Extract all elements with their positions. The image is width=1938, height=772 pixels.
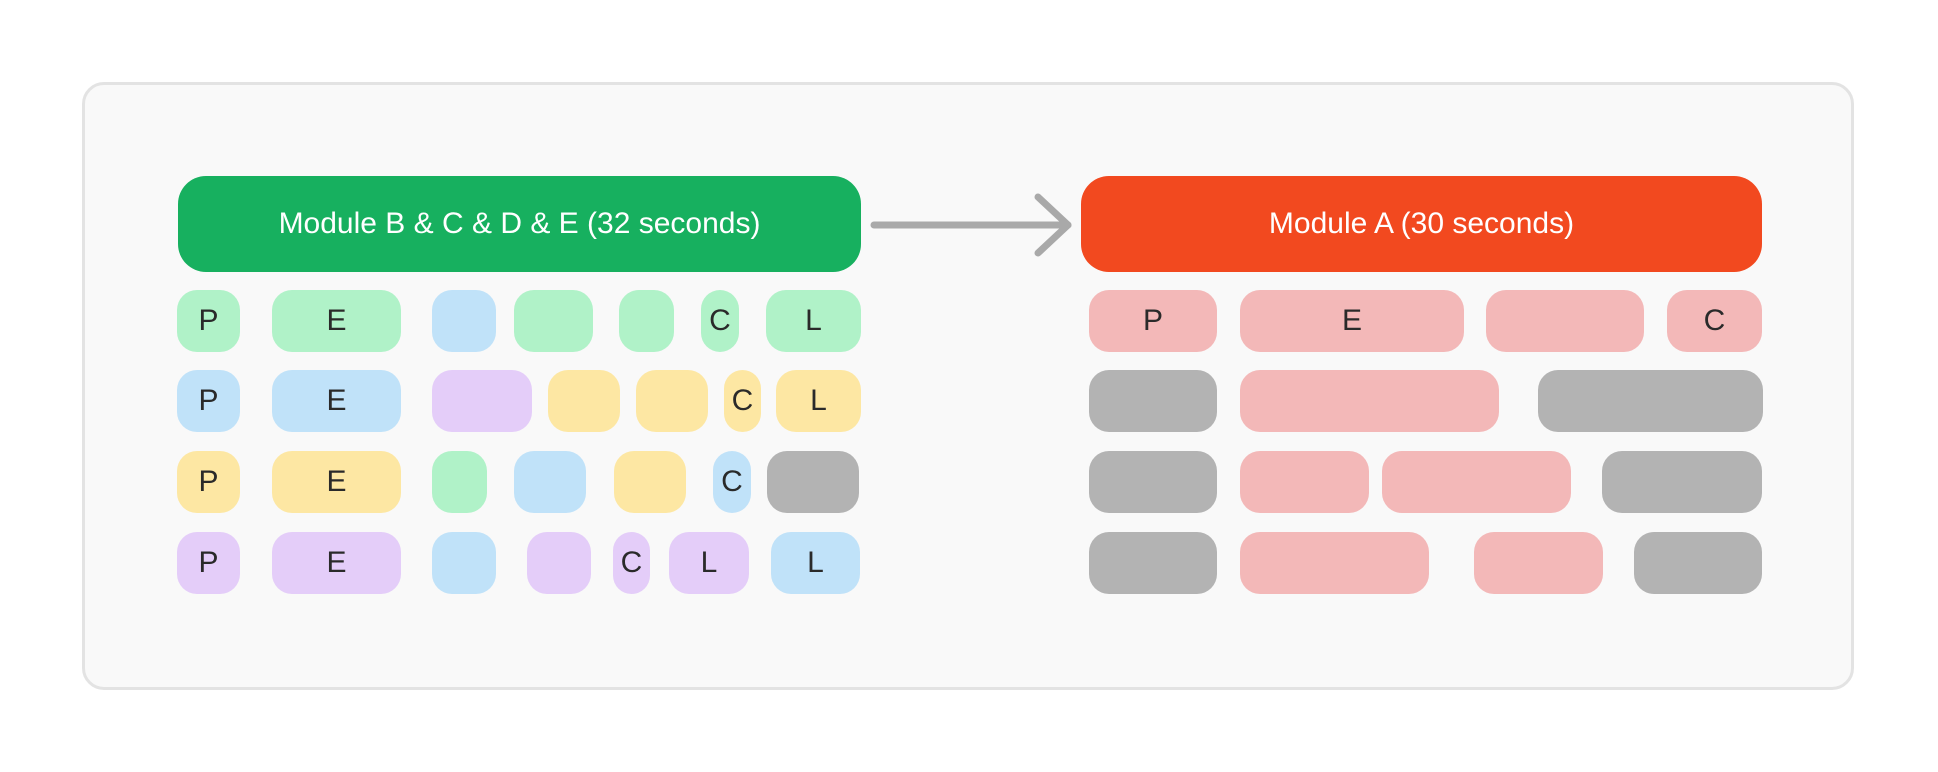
right-block-r1-2: E <box>1240 290 1464 352</box>
left-block-r3-1: P <box>177 451 240 513</box>
left-block-r3-2: E <box>272 451 401 513</box>
right-block-r3-2 <box>1240 451 1369 513</box>
left-block-r1-1: P <box>177 290 240 352</box>
left-block-r4-5: C <box>613 532 650 594</box>
left-block-r3-7 <box>767 451 859 513</box>
left-block-r1-3 <box>432 290 496 352</box>
left-block-r3-4 <box>514 451 586 513</box>
right-arrow-icon <box>870 193 1072 257</box>
right-block-r4-2 <box>1240 532 1429 594</box>
left-block-r4-7: L <box>771 532 860 594</box>
left-block-r1-5 <box>619 290 674 352</box>
right-block-r2-2 <box>1240 370 1499 432</box>
right-block-r4-3 <box>1474 532 1603 594</box>
left-block-r2-7: L <box>776 370 861 432</box>
right-block-r4-1 <box>1089 532 1217 594</box>
left-block-r4-3 <box>432 532 496 594</box>
left-block-r2-2: E <box>272 370 401 432</box>
left-block-r3-5 <box>614 451 686 513</box>
left-block-r2-6: C <box>724 370 761 432</box>
left-block-r2-3 <box>432 370 532 432</box>
right-block-r4-4 <box>1634 532 1762 594</box>
left-block-r1-6: C <box>701 290 739 352</box>
left-block-r1-7: L <box>766 290 861 352</box>
left-block-r4-4 <box>527 532 591 594</box>
right-block-r2-1 <box>1089 370 1217 432</box>
left-block-r1-4 <box>514 290 593 352</box>
arrow-head <box>1034 193 1072 257</box>
right-block-r2-3 <box>1538 370 1763 432</box>
left-block-r3-3 <box>432 451 487 513</box>
right-block-r3-4 <box>1602 451 1762 513</box>
module-a-banner: Module A (30 seconds) <box>1081 176 1762 272</box>
right-block-r1-1: P <box>1089 290 1217 352</box>
left-block-r2-1: P <box>177 370 240 432</box>
right-block-r1-4: C <box>1667 290 1762 352</box>
right-block-r1-3 <box>1486 290 1644 352</box>
left-block-r4-6: L <box>669 532 749 594</box>
left-block-r4-2: E <box>272 532 401 594</box>
right-block-r3-3 <box>1382 451 1571 513</box>
left-block-r2-4 <box>548 370 620 432</box>
left-block-r4-1: P <box>177 532 240 594</box>
left-block-r3-6: C <box>713 451 751 513</box>
right-block-r3-1 <box>1089 451 1217 513</box>
left-block-r2-5 <box>636 370 708 432</box>
module-bcde-banner: Module B & C & D & E (32 seconds) <box>178 176 861 272</box>
left-block-r1-2: E <box>272 290 401 352</box>
